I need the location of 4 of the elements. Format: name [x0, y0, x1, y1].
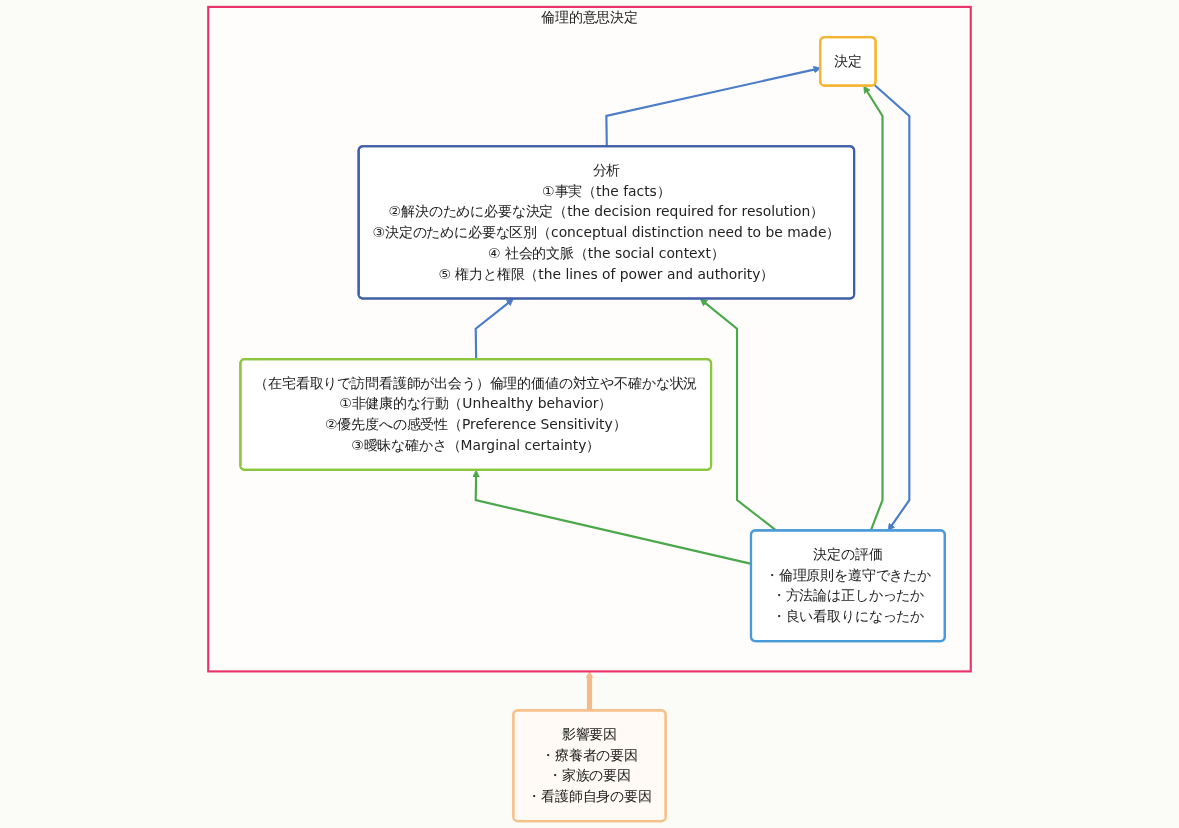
arrow	[605, 65, 821, 147]
arrow	[585, 671, 594, 711]
arrow	[472, 469, 752, 565]
arrow	[474, 298, 514, 360]
